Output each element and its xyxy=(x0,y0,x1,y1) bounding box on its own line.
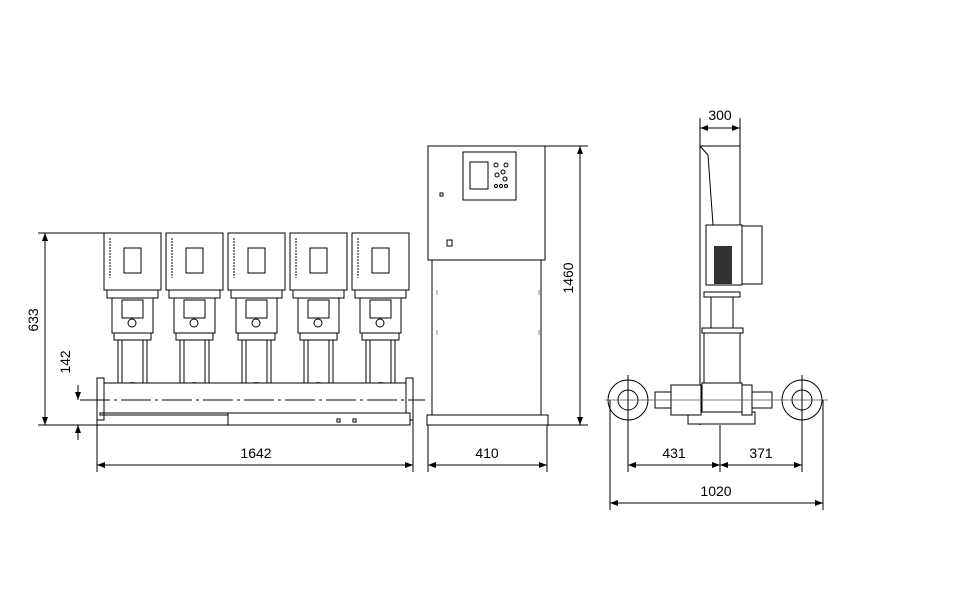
dimension-height-1460: 1460 xyxy=(545,145,588,426)
side-view: 300 431 371 1020 xyxy=(605,107,828,510)
controller-display-panel xyxy=(462,151,517,201)
dimension-pipe-142: 142 xyxy=(57,350,81,440)
dim-142-label: 142 xyxy=(57,350,73,374)
control-cabinet-view: 1460 410 xyxy=(426,145,588,472)
dimension-300: 300 xyxy=(699,107,741,146)
dimension-1020: 1020 xyxy=(609,400,824,510)
dimension-431-371: 431 371 xyxy=(628,445,802,468)
pump-unit xyxy=(227,232,286,414)
dim-1642-label: 1642 xyxy=(240,445,271,461)
dimension-length-1642: 1642 xyxy=(96,420,414,472)
dimension-height-633: 633 xyxy=(25,232,228,426)
manifold xyxy=(80,377,425,426)
dim-300-label: 300 xyxy=(708,107,732,123)
dim-1020-label: 1020 xyxy=(700,483,731,499)
dim-633-label: 633 xyxy=(25,308,41,332)
main-switch-icon xyxy=(446,239,453,247)
dim-431-label: 431 xyxy=(662,445,686,461)
dimension-width-410: 410 xyxy=(427,425,548,472)
dim-1460-label: 1460 xyxy=(560,262,576,293)
pump-unit xyxy=(351,232,410,414)
dim-371-label: 371 xyxy=(749,445,773,461)
dim-410-label: 410 xyxy=(475,445,499,461)
front-view: 633 142 1642 xyxy=(25,232,425,472)
